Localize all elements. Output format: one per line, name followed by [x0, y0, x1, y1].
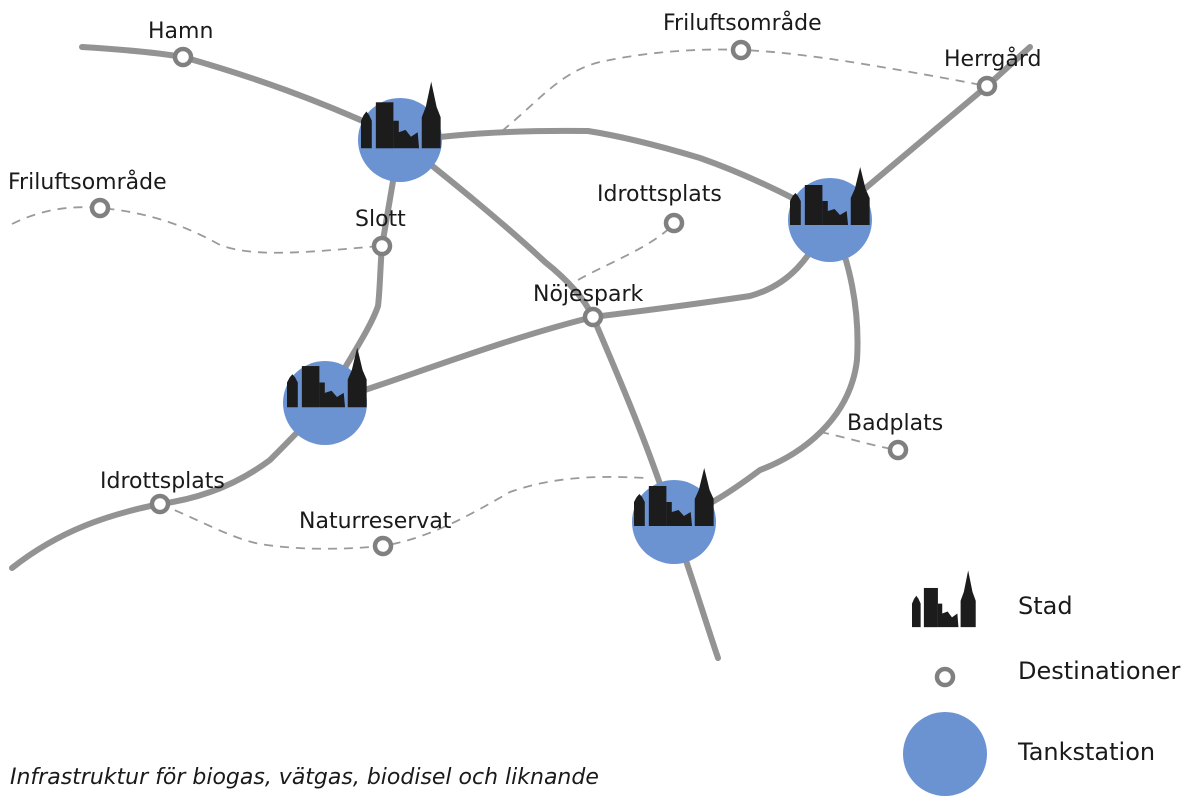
- destination-ring-icon: [172, 46, 194, 68]
- legend-label-city: Stad: [1018, 592, 1073, 620]
- road-north: [79, 44, 403, 141]
- road-southwest: [9, 400, 328, 571]
- destination-layer: [89, 39, 998, 557]
- destination-ring-icon: [89, 197, 111, 219]
- trail-top: [501, 48, 988, 132]
- trail-center: [577, 223, 675, 281]
- label-idrottsplats-center: Idrottsplats: [597, 182, 722, 207]
- road-city1-nojespark: [397, 137, 596, 320]
- label-idrottsplats-left: Idrottsplats: [100, 469, 225, 494]
- legend-label-destinations: Destinationer: [1018, 657, 1180, 685]
- destination-ring-icon: [976, 75, 998, 97]
- destination-ring-icon: [934, 666, 956, 688]
- legend: Stad Destinationer Tankstation: [903, 570, 1180, 796]
- road-layer: [9, 44, 1033, 661]
- destination-ring-icon: [663, 212, 685, 234]
- station-icon: [903, 712, 987, 796]
- destination-ring-icon: [371, 235, 393, 257]
- label-friluftsomrade-left: Friluftsområde: [8, 169, 167, 195]
- station-layer: [283, 98, 872, 564]
- legend-label-station: Tankstation: [1017, 738, 1155, 766]
- label-layer: Hamn Friluftsområde Herrgård Friluftsomr…: [8, 10, 1041, 534]
- destination-ring-icon: [887, 439, 909, 461]
- road-city2-east: [669, 215, 861, 523]
- label-nojespark: Nöjespark: [533, 282, 644, 307]
- destination-ring-icon: [149, 493, 171, 515]
- destination-ring-icon: [582, 306, 604, 328]
- destination-ring-icon: [372, 535, 394, 557]
- road-middle: [322, 215, 833, 406]
- label-herrgard: Herrgård: [944, 46, 1041, 72]
- map-caption: Infrastruktur för biogas, vätgas, biodis…: [10, 765, 599, 790]
- road-top-east: [397, 127, 833, 221]
- label-slott: Slott: [355, 207, 406, 232]
- label-naturreservat: Naturreservat: [299, 509, 452, 534]
- trail-left: [11, 206, 381, 254]
- label-hamn: Hamn: [148, 19, 213, 44]
- label-badplats: Badplats: [847, 411, 943, 436]
- destination-ring-icon: [730, 39, 752, 61]
- label-friluftsomrade-top: Friluftsområde: [663, 10, 822, 36]
- city-skyline-icon: [912, 570, 976, 628]
